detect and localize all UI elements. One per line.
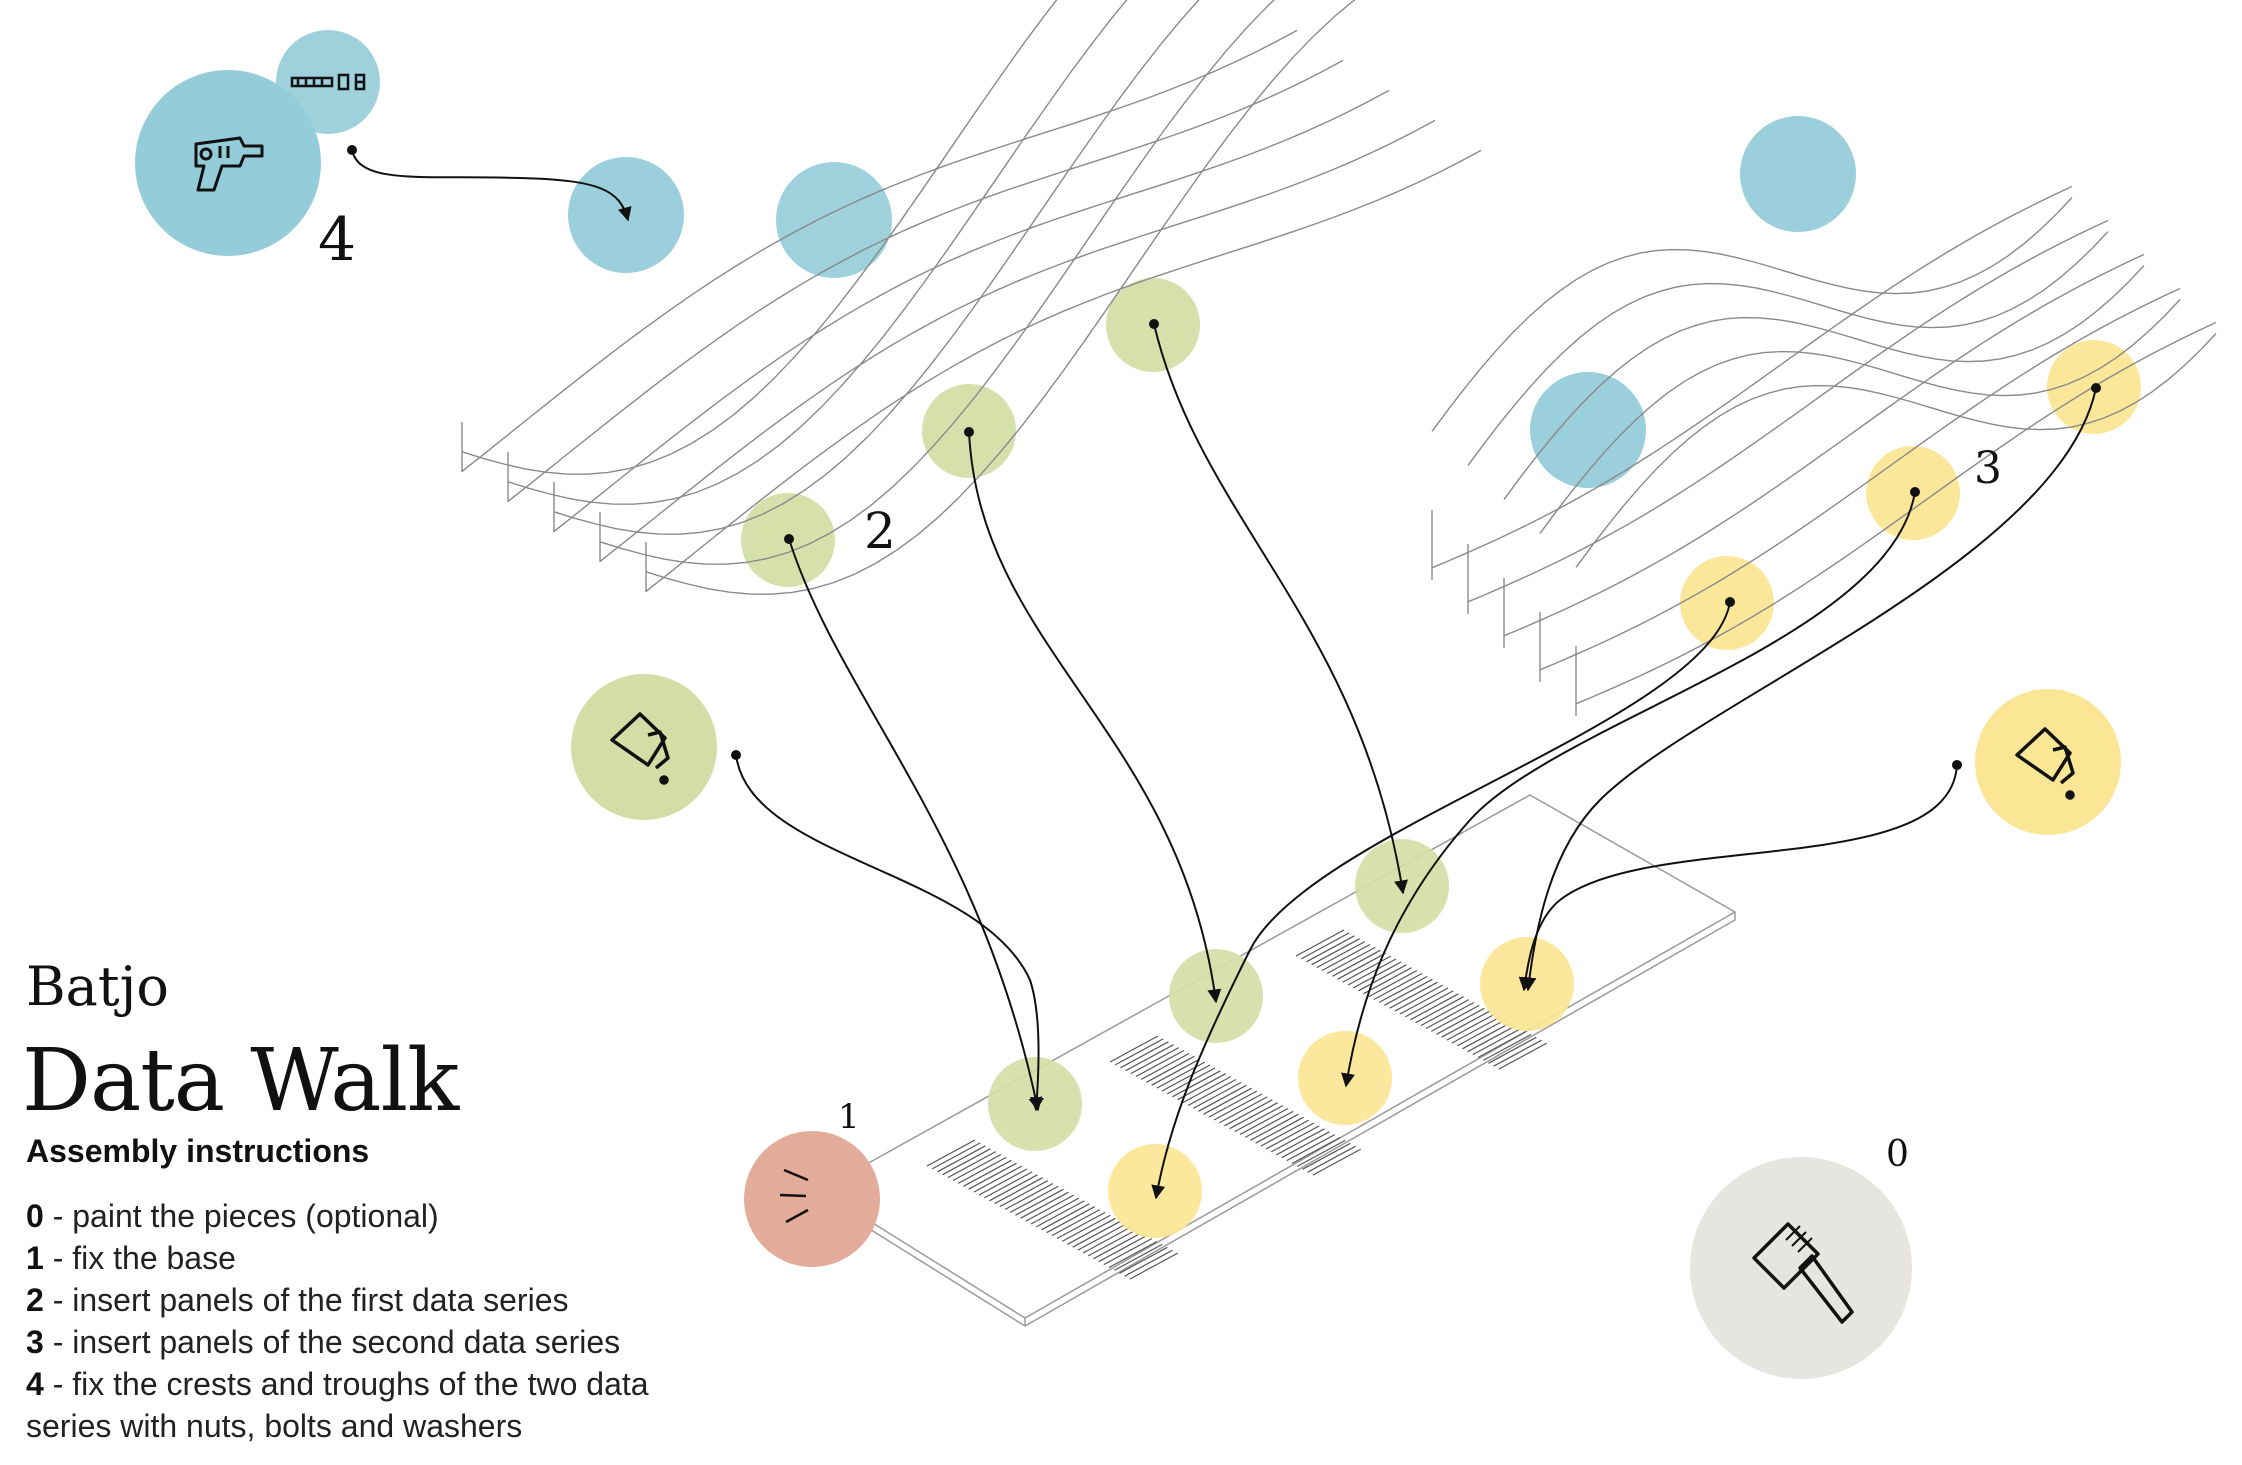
step-numbers: 4 2 3 1 0 [318, 205, 2002, 1175]
step-number-3: 3 [1974, 443, 2002, 494]
glue-bottle-icon [610, 712, 670, 785]
wave-panel [645, 0, 1356, 595]
paintbrush-icon [1752, 1222, 1854, 1324]
wave-panel-base [1467, 219, 2109, 603]
step-item: 0 - paint the pieces (optional) [26, 1198, 439, 1234]
blue-crest-circle [776, 162, 892, 278]
step-item: 1 - fix the base [26, 1240, 236, 1276]
blue-tool-circle [135, 70, 321, 256]
blue-trough-circle [1530, 372, 1646, 488]
step-number-4: 4 [318, 205, 356, 275]
wave-panel-base [553, 89, 1390, 532]
brand-name: Batjo [26, 955, 169, 1018]
blue-crest-circle [1740, 116, 1856, 232]
wave-panel [599, 0, 1276, 565]
bolt-nut-washer-icon [290, 73, 366, 91]
drill-icon [194, 136, 264, 192]
yellow-glue-circle [1975, 689, 2121, 835]
wave-panels-left [461, 0, 1482, 595]
wave-panel [1431, 197, 2073, 432]
step-number-2: 2 [864, 502, 896, 560]
wave-panel [1539, 299, 2181, 534]
wave-panel-base [507, 59, 1344, 502]
green-slot-circle [988, 1057, 1082, 1151]
wave-panel [1575, 333, 2217, 568]
wave-panel-base [645, 149, 1482, 592]
step-number-1: 1 [838, 1097, 860, 1137]
wave-panel-base [599, 119, 1436, 562]
blue-hardware-circle [276, 30, 380, 134]
page-title: Data Walk [22, 1031, 459, 1131]
step-item: 2 - insert panels of the first data seri… [26, 1282, 569, 1318]
wave-panel-base [1431, 185, 2073, 569]
wave-panel-base [1539, 287, 2181, 671]
base-slot [1109, 1035, 1362, 1176]
arrow-origins [347, 145, 2101, 770]
red-fix-circle [744, 1131, 880, 1267]
base-slot [926, 1139, 1179, 1280]
wave-panel-base [1503, 253, 2145, 637]
yellow-slot-circle [1108, 1144, 1202, 1238]
steps-list: 0 - paint the pieces (optional) 1 - fix … [26, 1195, 746, 1447]
wave-panel [1467, 231, 2109, 466]
marker-circles [135, 30, 2141, 1379]
wave-panels-right [1431, 185, 2217, 716]
green-glue-circle [571, 674, 717, 820]
yellow-slot-circle [1480, 937, 1574, 1031]
yellow-slot-circle [1298, 1031, 1392, 1125]
glue-bottle-icon [2015, 727, 2075, 800]
subtitle: Assembly instructions [26, 1133, 370, 1169]
base-plate [818, 794, 1737, 1327]
wave-panel [553, 0, 1200, 535]
base-slot [1295, 929, 1548, 1070]
step-item: series with nuts, bolts and washers [26, 1408, 523, 1444]
step-item: 3 - insert panels of the second data ser… [26, 1324, 621, 1360]
step-number-0: 0 [1886, 1134, 1909, 1175]
assembly-arrows [351, 149, 2097, 1200]
wave-panel [461, 0, 1058, 475]
screw-fix-icon [779, 1168, 809, 1224]
wave-panel [507, 0, 1128, 505]
wave-panel [1503, 265, 2145, 500]
wave-panel-base [1575, 321, 2217, 705]
wave-panel-base [461, 29, 1298, 472]
step-item: 4 - fix the crests and troughs of the tw… [26, 1366, 649, 1402]
base-slots [926, 929, 1548, 1280]
